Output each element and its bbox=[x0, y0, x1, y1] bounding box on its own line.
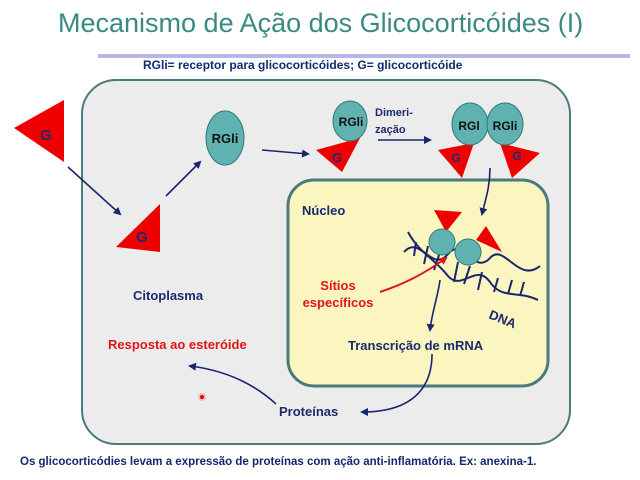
specific-sites-label-2: específicos bbox=[303, 295, 374, 310]
receptor-dimer: G G RGl RGli bbox=[438, 102, 540, 178]
dimerization-label-2: zação bbox=[375, 124, 406, 136]
arrow-translation bbox=[360, 353, 433, 416]
rgli-label: RGli bbox=[212, 131, 239, 146]
slide-title: Mecanismo de Ação dos Glicocorticóides (… bbox=[58, 8, 584, 38]
arrow-response bbox=[188, 362, 277, 405]
glucocorticoid-outside: G bbox=[14, 100, 64, 162]
dimerization-label-1: Dimeri- bbox=[375, 107, 413, 119]
rgl-label: RGl bbox=[458, 119, 479, 133]
cytoplasm-label: Citoplasma bbox=[133, 288, 204, 303]
g-label: G bbox=[136, 229, 148, 246]
g-label: G bbox=[451, 151, 460, 165]
rgli-label: RGli bbox=[493, 119, 518, 133]
rgli-g-complex: G RGli bbox=[316, 100, 368, 172]
mrna-transcription-label: Transcrição de mRNA bbox=[348, 338, 484, 353]
arrow-into-nucleus bbox=[479, 167, 491, 216]
legend-text: RGli= receptor para glicocorticóides; G=… bbox=[143, 58, 463, 72]
g-label: G bbox=[332, 150, 342, 165]
steroid-response-label: Resposta ao esteróide bbox=[108, 337, 247, 352]
arrow-g-enters-cell bbox=[67, 166, 122, 216]
rgli-receptor-free: RGli bbox=[205, 110, 245, 166]
arrow-binding bbox=[261, 149, 310, 158]
g-label: G bbox=[40, 127, 52, 144]
pointer-dot bbox=[198, 393, 206, 401]
rgli-label: RGli bbox=[339, 115, 364, 129]
footnote-text: Os glicocorticódies levam a expressão de… bbox=[20, 456, 537, 468]
arrow-transcription bbox=[426, 279, 441, 332]
arrow-g-to-receptor bbox=[165, 160, 202, 197]
title-underline bbox=[98, 54, 630, 58]
pathway-arrows bbox=[67, 136, 491, 416]
arrow-specific-sites bbox=[379, 256, 448, 293]
glucocorticoid-cytoplasm: G bbox=[116, 204, 160, 252]
g-label: G bbox=[512, 149, 521, 163]
proteins-label: Proteínas bbox=[279, 404, 338, 419]
dna-bound-dimer bbox=[428, 210, 502, 266]
specific-sites-label-1: Sítios bbox=[320, 278, 355, 293]
nucleus-label: Núcleo bbox=[302, 203, 345, 218]
